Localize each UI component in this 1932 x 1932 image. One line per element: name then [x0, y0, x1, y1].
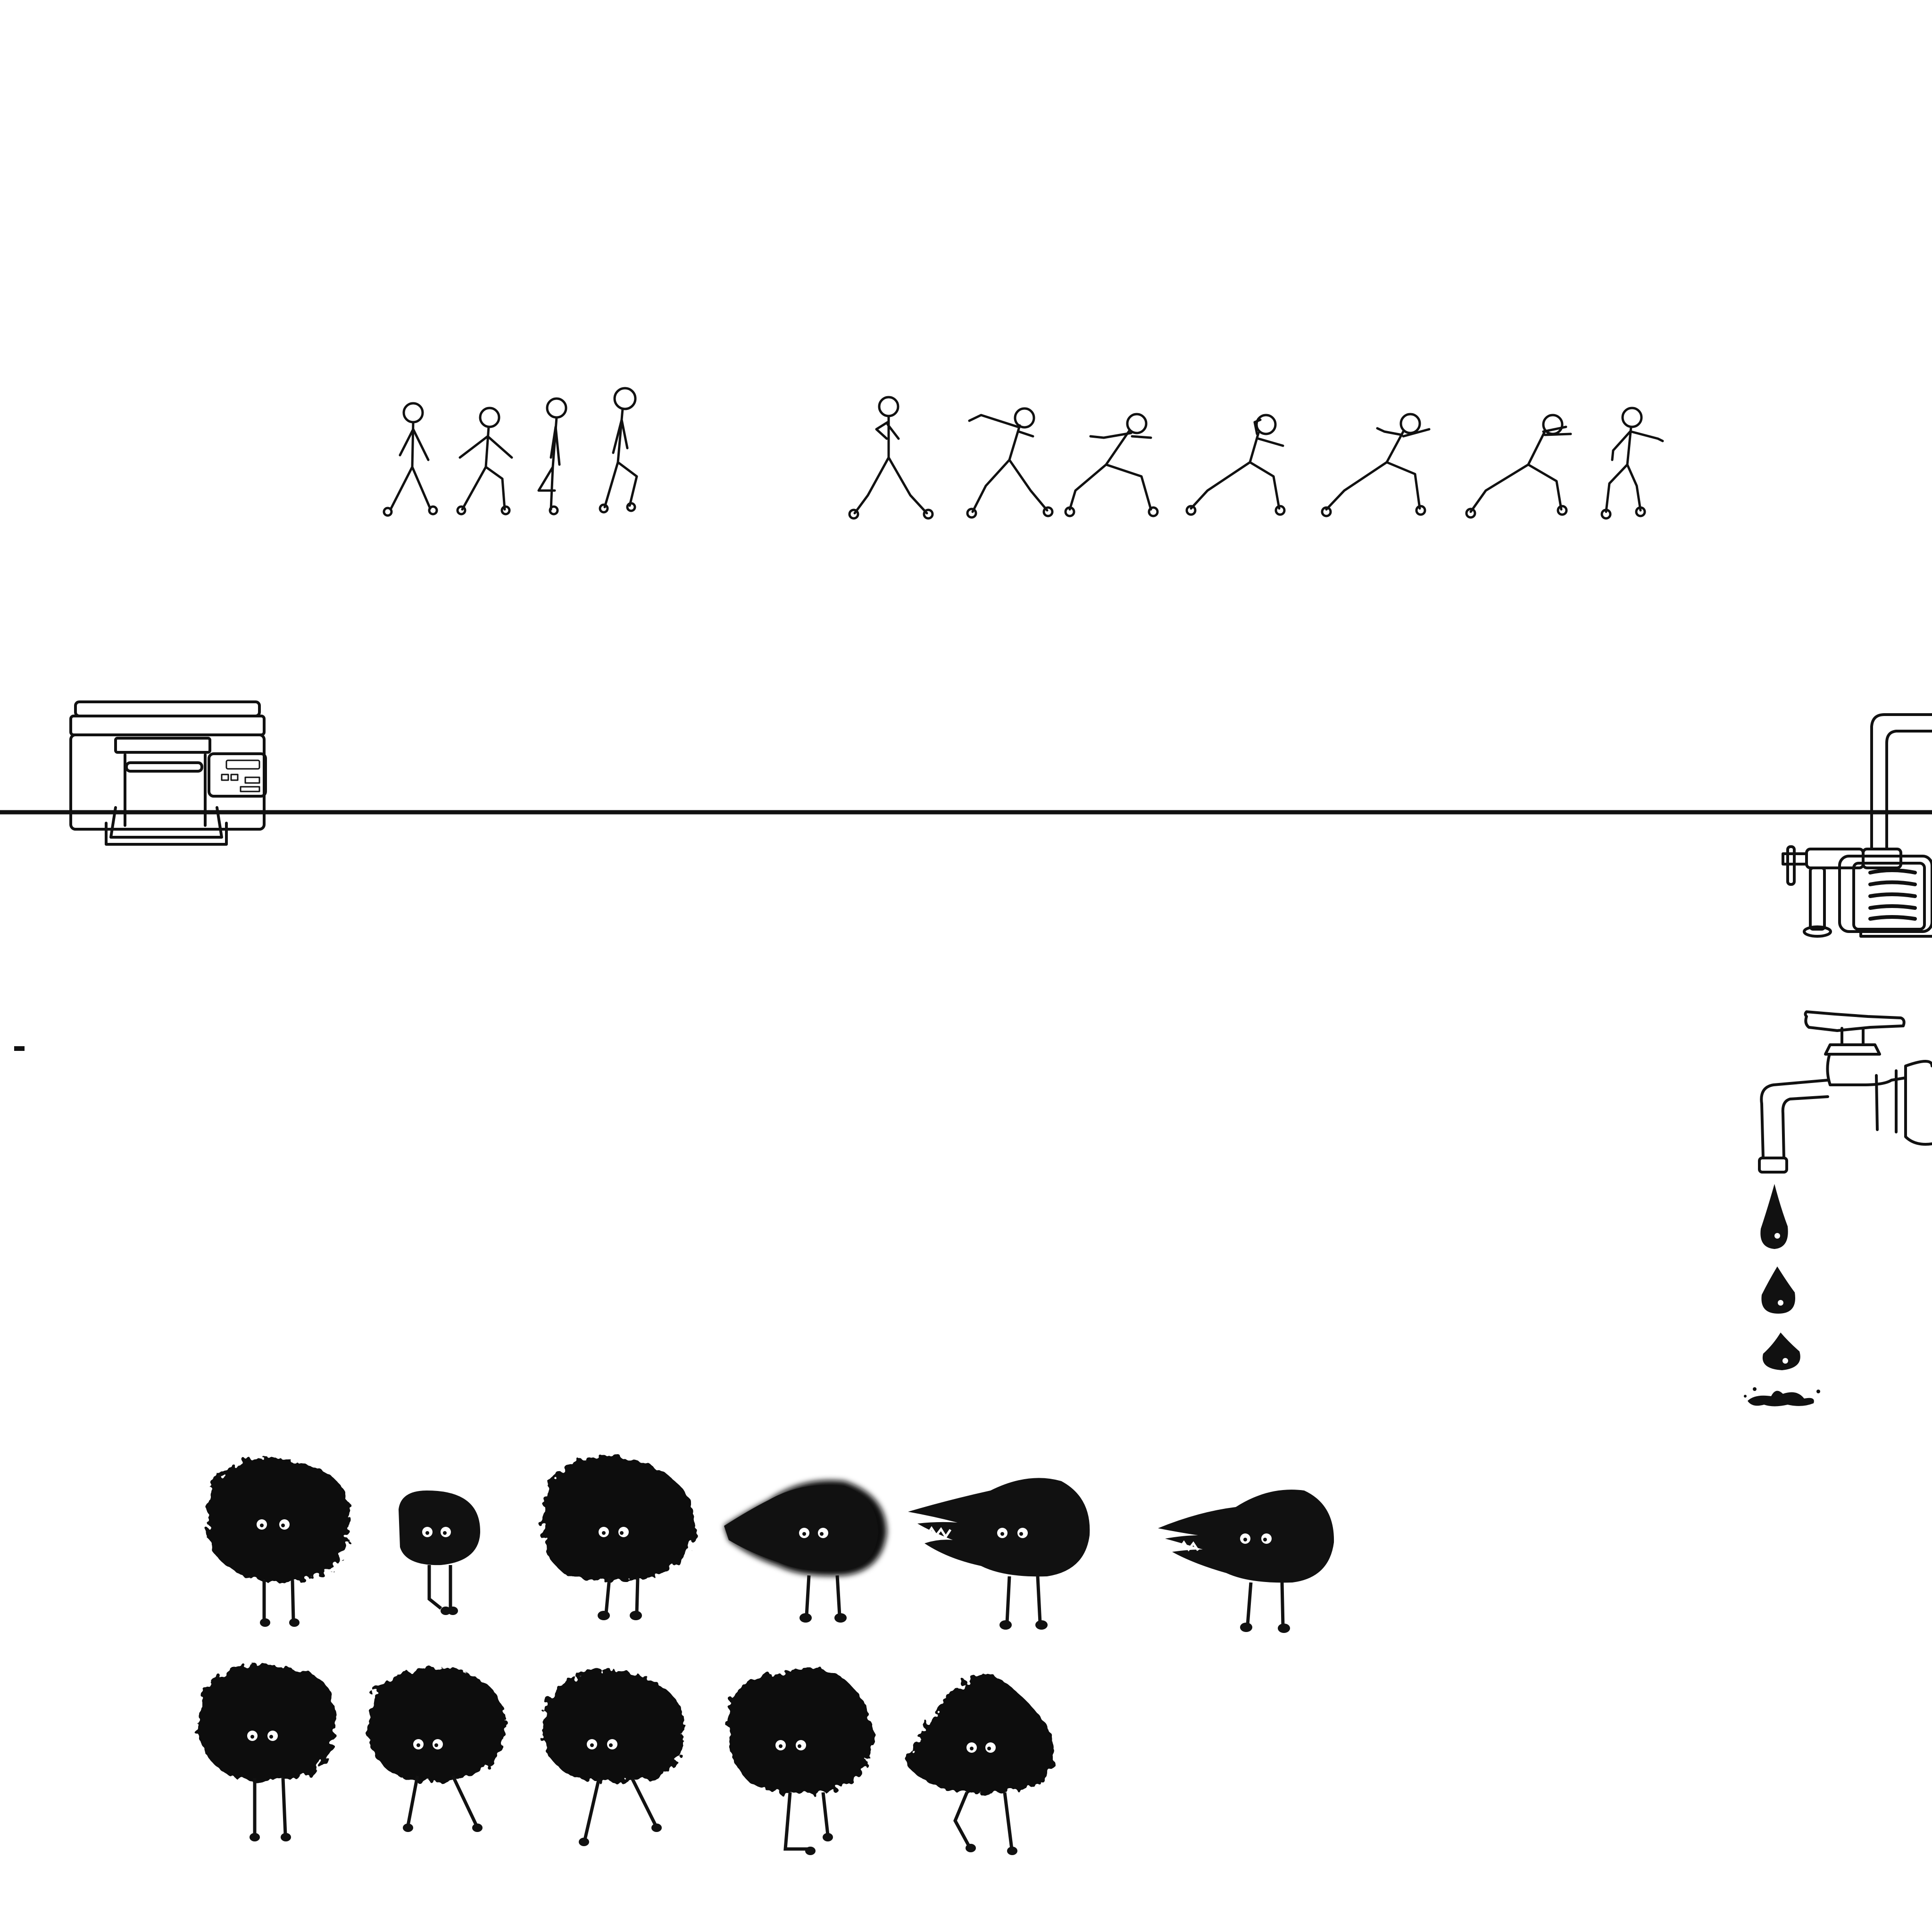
soot-creature-icon — [208, 1456, 1334, 1633]
lunge-frame-2 — [966, 407, 1054, 519]
lunge-frame-4 — [1185, 414, 1286, 516]
ink-drop-icon — [1744, 1184, 1820, 1407]
soot-bite-frame-3 — [542, 1456, 696, 1620]
faucet-icon — [1758, 1010, 1932, 1174]
ink-drop-frame-4 — [1748, 1391, 1814, 1407]
soot-walk-frame-1 — [198, 1664, 336, 1841]
stick-figure-lunge-icon — [848, 396, 1664, 520]
water-heater-icon — [1782, 713, 1932, 938]
dash-mark — [14, 1046, 25, 1051]
soot-walk-row — [198, 1664, 1054, 1855]
lunge-frame-3 — [1064, 413, 1159, 517]
walk-frame-4 — [599, 387, 638, 514]
soot-bite-frame-1 — [208, 1456, 350, 1627]
ink-drop-frame-3 — [1762, 1332, 1800, 1370]
lunge-frame-6 — [1465, 414, 1572, 519]
lunge-frame-7 — [1600, 407, 1664, 520]
ink-drop-frame-1 — [1760, 1184, 1788, 1249]
walk-frame-2 — [456, 407, 513, 516]
lunge-frame-5 — [1321, 413, 1431, 517]
walk-frame-1 — [383, 402, 438, 517]
soot-walk-frame-2 — [368, 1667, 505, 1832]
ink-drop-frame-2 — [1761, 1266, 1795, 1314]
printer-icon — [69, 700, 267, 846]
lunge-frame-1 — [848, 396, 934, 520]
walk-frame-3 — [537, 397, 567, 516]
soot-walk-frame-4 — [728, 1668, 874, 1855]
soot-bite-frame-6 — [1158, 1490, 1334, 1633]
soot-bite-frame-2 — [399, 1491, 481, 1615]
soot-bite-frame-4 — [724, 1480, 887, 1623]
soot-bite-frame-5 — [908, 1478, 1090, 1630]
soot-walk-frame-5 — [906, 1674, 1054, 1855]
stick-figure-walk-icon — [383, 387, 638, 517]
soot-walk-frame-3 — [542, 1669, 684, 1846]
